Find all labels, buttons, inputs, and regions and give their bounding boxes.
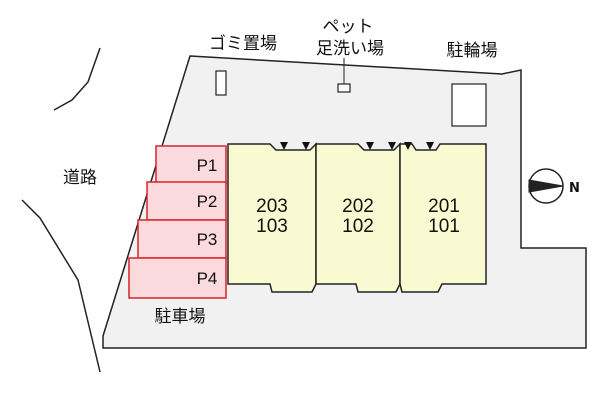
north-label: N xyxy=(569,181,580,196)
garbage-area xyxy=(215,70,227,96)
unit-103: 103 xyxy=(256,216,288,237)
unit-203: 203 xyxy=(256,196,288,217)
parking-space-p4 xyxy=(128,257,227,299)
parking-label-p2: P2 xyxy=(197,192,218,211)
building: 203 103 202 102 201 101 xyxy=(227,142,487,293)
entrance-markers xyxy=(280,142,434,150)
parking-label-p1: P1 xyxy=(197,156,218,175)
triangle-down-icon xyxy=(404,142,412,150)
pet-wash-area xyxy=(337,83,351,93)
unit-102: 102 xyxy=(342,216,374,237)
bicycle-parking-area xyxy=(451,83,487,127)
unit-101: 101 xyxy=(428,216,460,237)
parking-space-p1 xyxy=(155,145,227,185)
triangle-down-icon xyxy=(366,142,374,150)
triangle-down-icon xyxy=(280,142,288,150)
unit-block-201-101 xyxy=(399,143,487,293)
triangle-down-icon xyxy=(302,142,310,150)
road-edge-line-top xyxy=(53,47,101,111)
north-arrow-icon xyxy=(528,168,564,204)
parking-area-label: 駐車場 xyxy=(155,307,206,327)
unit-202: 202 xyxy=(342,196,374,217)
triangle-down-icon xyxy=(426,142,434,150)
road-label: 道路 xyxy=(63,168,97,188)
unit-201: 201 xyxy=(428,196,460,217)
road-edge-line-bottom xyxy=(21,199,101,373)
parking-space-p2 xyxy=(146,181,227,221)
triangle-down-icon xyxy=(388,142,396,150)
parking-label-p4: P4 xyxy=(197,269,218,288)
garbage-area-label: ゴミ置場 xyxy=(209,33,277,54)
pet-wash-label-line1: ペット xyxy=(323,17,374,37)
pet-wash-label-line2: 足洗い場 xyxy=(316,39,384,59)
parking-label-p3: P3 xyxy=(197,230,218,249)
parking-spaces: P1 P2 P3 P4 xyxy=(128,145,227,299)
bicycle-parking-label: 駐輪場 xyxy=(447,41,498,61)
